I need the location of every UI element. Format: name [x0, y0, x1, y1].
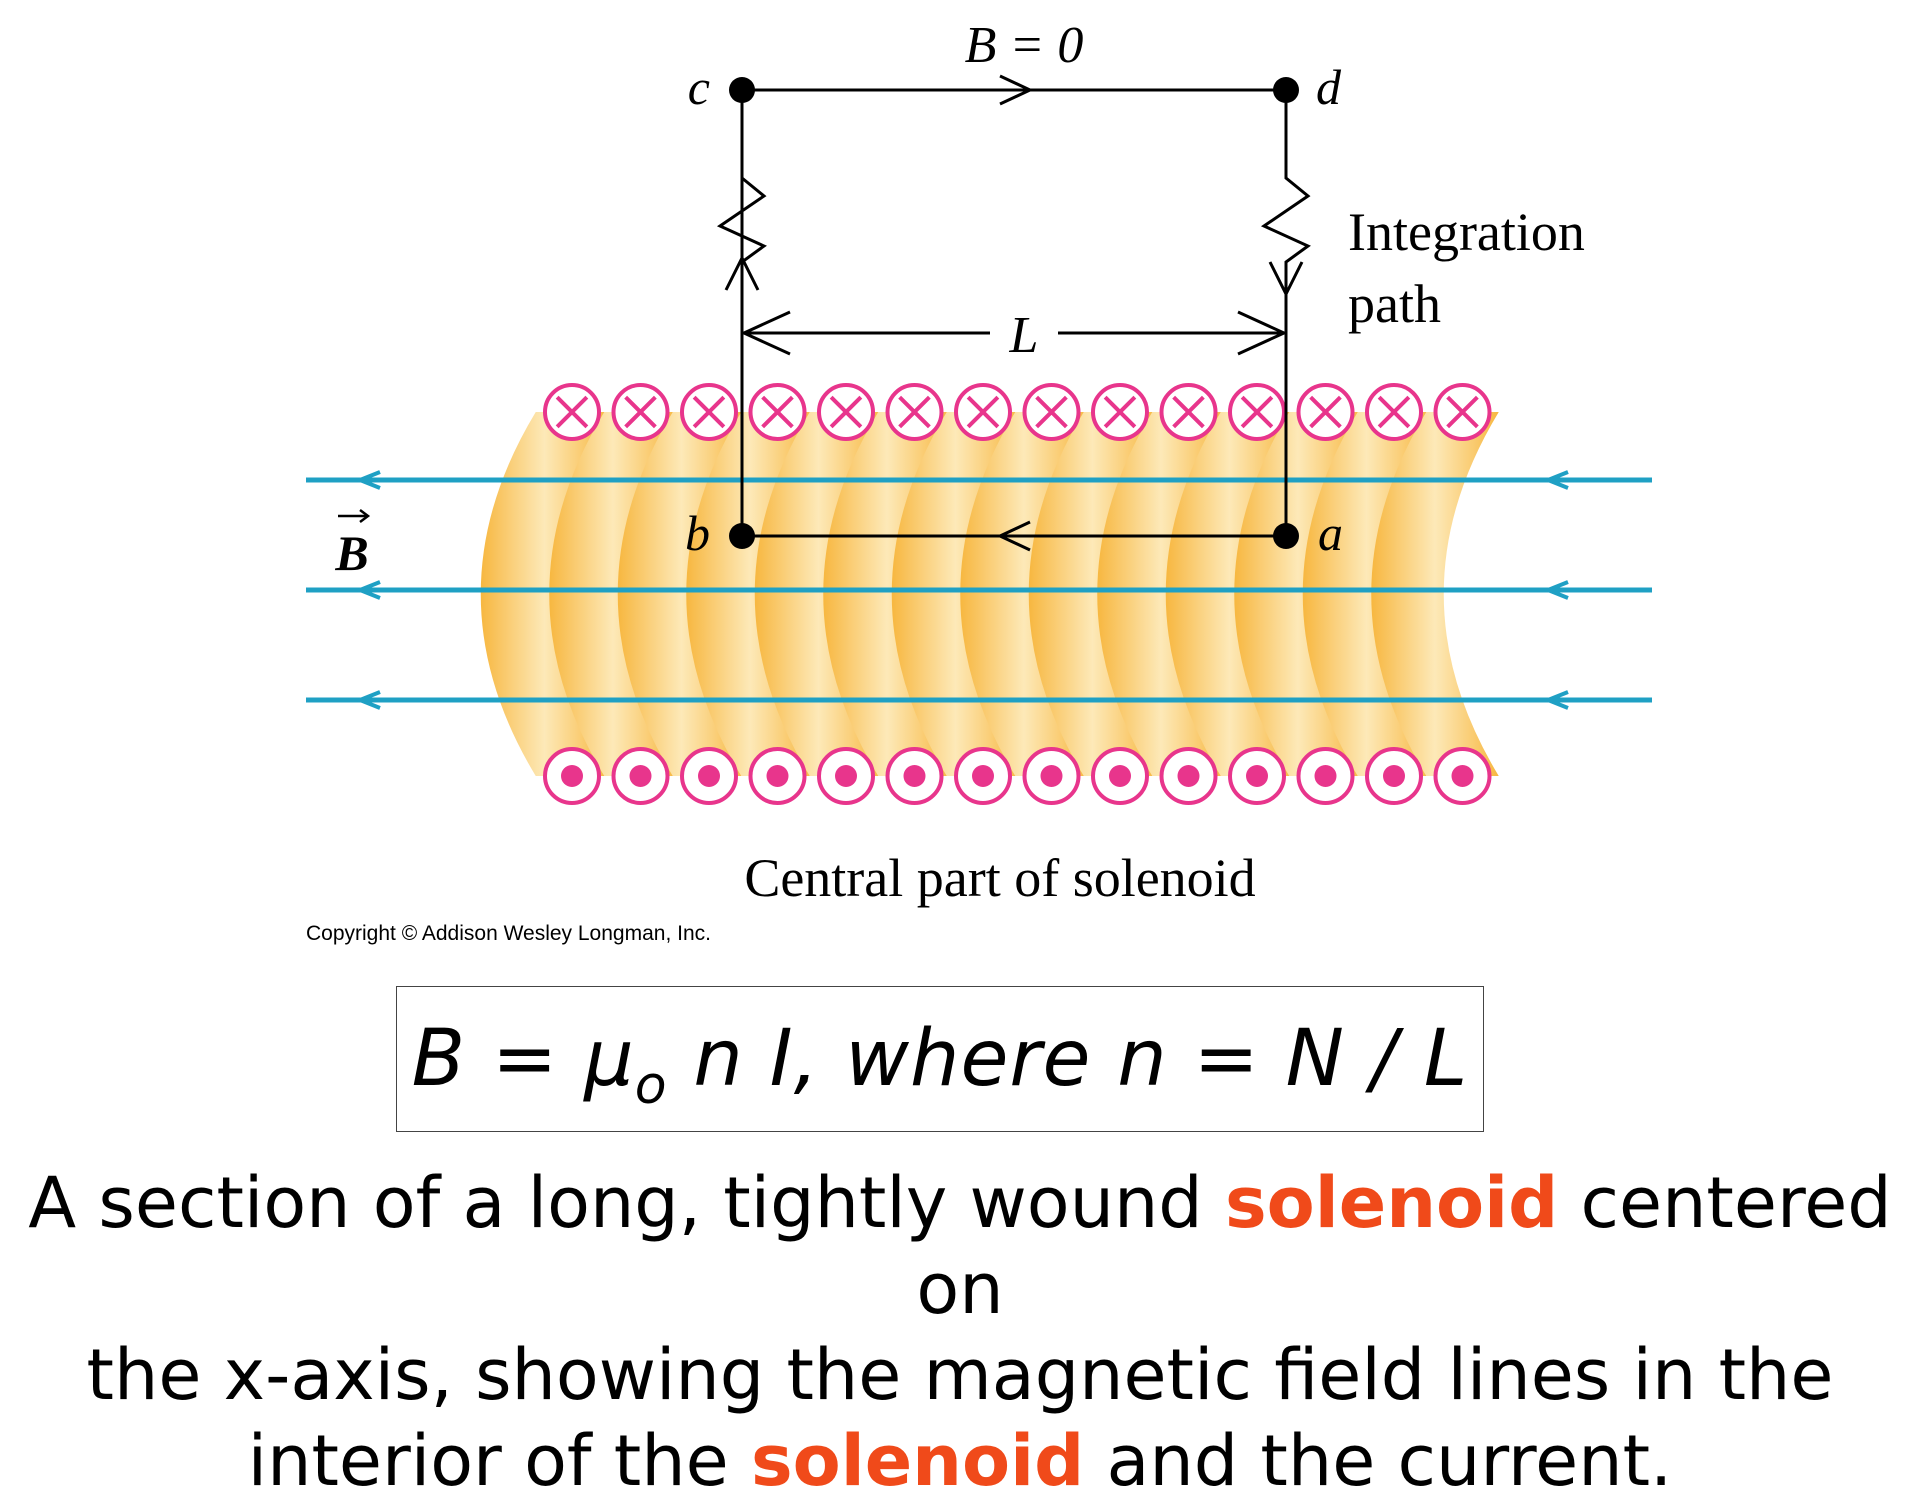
- coil-turn: [1028, 412, 1157, 776]
- caption-highlight: solenoid: [750, 1420, 1085, 1502]
- field-arrow-icon: [1542, 690, 1569, 710]
- winding-row-out-of-page: [543, 747, 1492, 805]
- coil-turn: [1302, 412, 1431, 776]
- solenoid-coil: [480, 412, 1499, 776]
- integration-path-label-line2: path: [1348, 274, 1441, 334]
- current-into-page-icon: [1091, 383, 1149, 441]
- caption: A section of a long, tightly wound solen…: [0, 1160, 1920, 1504]
- length-label: L: [1009, 307, 1039, 364]
- field-vector-label: B: [334, 509, 371, 581]
- field-arrow-icon: [354, 470, 381, 490]
- current-into-page-icon: [1159, 383, 1218, 441]
- magnetic-field-lines: [306, 470, 1652, 710]
- caption-line-3: interior of the solenoid and the current…: [0, 1418, 1920, 1504]
- current-out-of-page-icon: [1022, 747, 1081, 805]
- current-out-of-page-icon: [611, 747, 670, 805]
- point-a-dot: [1273, 523, 1299, 549]
- coil-turn: [480, 412, 609, 776]
- coil-turn: [891, 412, 1020, 776]
- solenoid-diagram: B = 0 c d b a L Integration path B Centr…: [306, 17, 1652, 945]
- current-into-page-icon: [1228, 383, 1286, 441]
- caption-line-1: A section of a long, tightly wound solen…: [0, 1160, 1920, 1332]
- current-into-page-icon: [1296, 383, 1355, 441]
- integration-path: [716, 74, 1311, 552]
- current-into-page-icon: [954, 383, 1012, 441]
- current-into-page-icon: [1022, 383, 1081, 441]
- current-out-of-page-icon: [1159, 747, 1218, 805]
- current-into-page-icon: [543, 383, 601, 441]
- formula-part1: B = μ: [411, 1014, 635, 1104]
- formula-box: B = μo n I, where n = N / L: [396, 986, 1484, 1132]
- solenoid-label: Central part of solenoid: [744, 848, 1255, 908]
- current-out-of-page-icon: [748, 747, 807, 805]
- current-into-page-icon: [748, 383, 807, 441]
- coil-turn: [960, 412, 1088, 776]
- field-line: [306, 470, 1652, 490]
- b-zero-label: B = 0: [965, 17, 1084, 74]
- caption-text: A section of a long, tightly wound: [28, 1162, 1225, 1244]
- formula-subscript: o: [634, 1056, 668, 1116]
- coil-turn: [1097, 412, 1225, 776]
- current-into-page-icon: [1365, 383, 1423, 441]
- field-line: [306, 690, 1652, 710]
- field-arrow-icon: [1542, 580, 1569, 600]
- field-vector-letter: B: [334, 525, 368, 581]
- field-arrow-icon: [354, 580, 381, 600]
- point-b-label: b: [685, 505, 710, 561]
- current-out-of-page-icon: [954, 747, 1012, 805]
- integration-path-label-line1: Integration: [1348, 202, 1585, 262]
- point-b-dot: [729, 523, 755, 549]
- point-a-label: a: [1318, 505, 1343, 561]
- current-out-of-page-icon: [543, 747, 601, 805]
- caption-line-2: the x-axis, showing the magnetic field l…: [86, 1334, 1834, 1416]
- point-d-dot: [1273, 77, 1299, 103]
- coil-turn: [1165, 412, 1294, 776]
- current-out-of-page-icon: [680, 747, 738, 805]
- caption-text: centered on: [916, 1162, 1892, 1330]
- current-out-of-page-icon: [1433, 747, 1492, 805]
- current-out-of-page-icon: [1296, 747, 1355, 805]
- length-dimension: [740, 310, 1288, 356]
- current-into-page-icon: [611, 383, 670, 441]
- coil-turn: [617, 412, 746, 776]
- coil-turn: [549, 412, 677, 776]
- coil-turn: [1371, 412, 1499, 776]
- current-into-page-icon: [817, 383, 875, 441]
- copyright-notice: Copyright © Addison Wesley Longman, Inc.: [306, 922, 711, 945]
- winding-row-into-page: [543, 383, 1492, 441]
- current-out-of-page-icon: [885, 747, 944, 805]
- caption-text: and the current.: [1084, 1420, 1673, 1502]
- current-out-of-page-icon: [1365, 747, 1423, 805]
- point-d-label: d: [1316, 59, 1342, 115]
- vector-arrow-icon: [338, 509, 371, 523]
- current-into-page-icon: [885, 383, 944, 441]
- current-out-of-page-icon: [1228, 747, 1286, 805]
- current-out-of-page-icon: [1091, 747, 1149, 805]
- field-arrow-icon: [1542, 470, 1569, 490]
- coil-turn: [686, 412, 814, 776]
- formula-part2: n I, where n = N / L: [667, 1014, 1469, 1104]
- coil-turn: [1234, 412, 1362, 776]
- coil-turn: [754, 412, 883, 776]
- caption-highlight: solenoid: [1225, 1162, 1559, 1244]
- current-into-page-icon: [1433, 383, 1492, 441]
- point-c-label: c: [688, 59, 710, 115]
- coil-turn: [823, 412, 951, 776]
- field-line: [306, 580, 1652, 600]
- current-into-page-icon: [680, 383, 738, 441]
- field-arrow-icon: [354, 690, 381, 710]
- solenoid-field-formula: B = μo n I, where n = N / L: [411, 1014, 1469, 1116]
- caption-text: interior of the: [247, 1420, 751, 1502]
- current-out-of-page-icon: [817, 747, 875, 805]
- point-c-dot: [729, 77, 755, 103]
